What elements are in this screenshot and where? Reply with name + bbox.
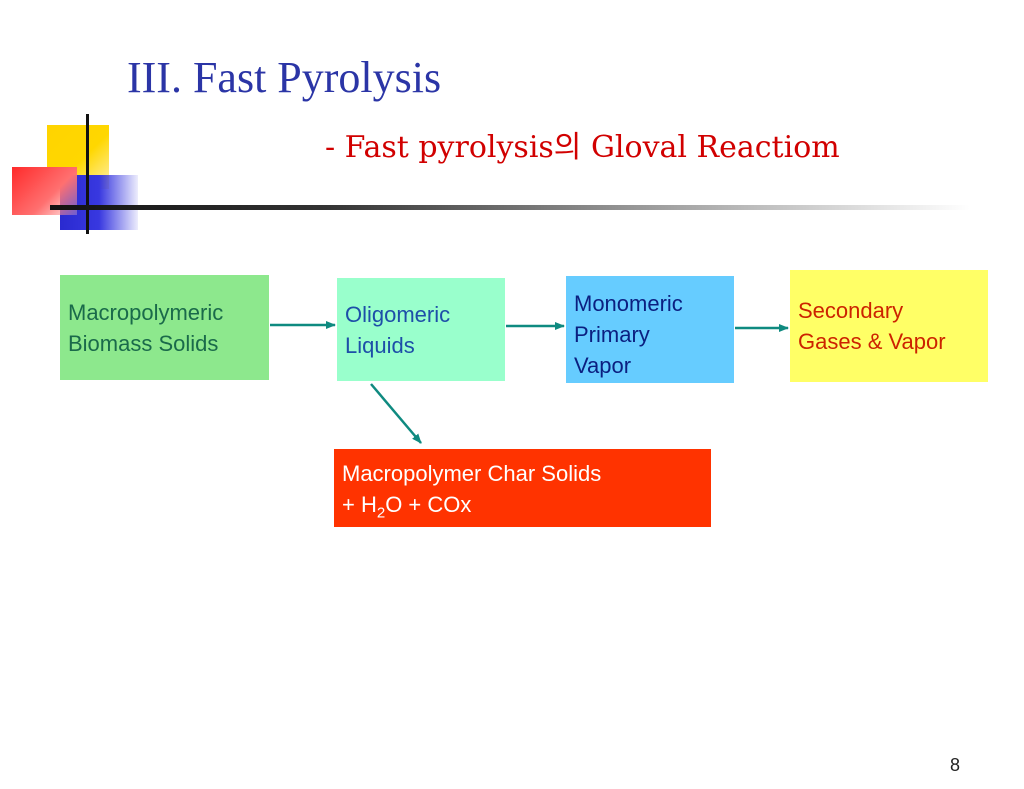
node-biomass-label: Macropolymeric Biomass Solids [68,299,224,356]
decor-vertical-line [86,114,89,234]
slide-title: III. Fast Pyrolysis [127,53,442,102]
node-secondary-label: Secondary Gases & Vapor [798,298,946,354]
node-char-label-line1: Macropolymer Char Solids [342,461,602,486]
char-line2-subscript: 2 [376,504,386,522]
char-line2-prefix: + H [342,492,377,517]
page-number: 8 [950,755,961,775]
slide-subtitle: - Fast pyrolysis의 Gloval Reactiom [325,130,840,165]
node-secondary-gases: Secondary Gases & Vapor [790,270,988,382]
node-char-solids: Macropolymer Char Solids + H2O + COx [334,449,711,527]
node-mono-label: Monomeric Primary Vapor [574,291,683,378]
node-char-label-line2: + H2O + COx [342,489,601,528]
arrow-oligo-to-char [370,383,422,444]
char-line2-suffix: O + COx [385,492,472,517]
node-oligo-label: Oligomeric Liquids [345,301,451,358]
node-biomass-solids: Macropolymeric Biomass Solids [60,275,269,380]
title-underline [50,205,970,210]
node-monomeric-vapor: Monomeric Primary Vapor [566,276,734,383]
node-oligomeric-liquids: Oligomeric Liquids [337,278,505,381]
